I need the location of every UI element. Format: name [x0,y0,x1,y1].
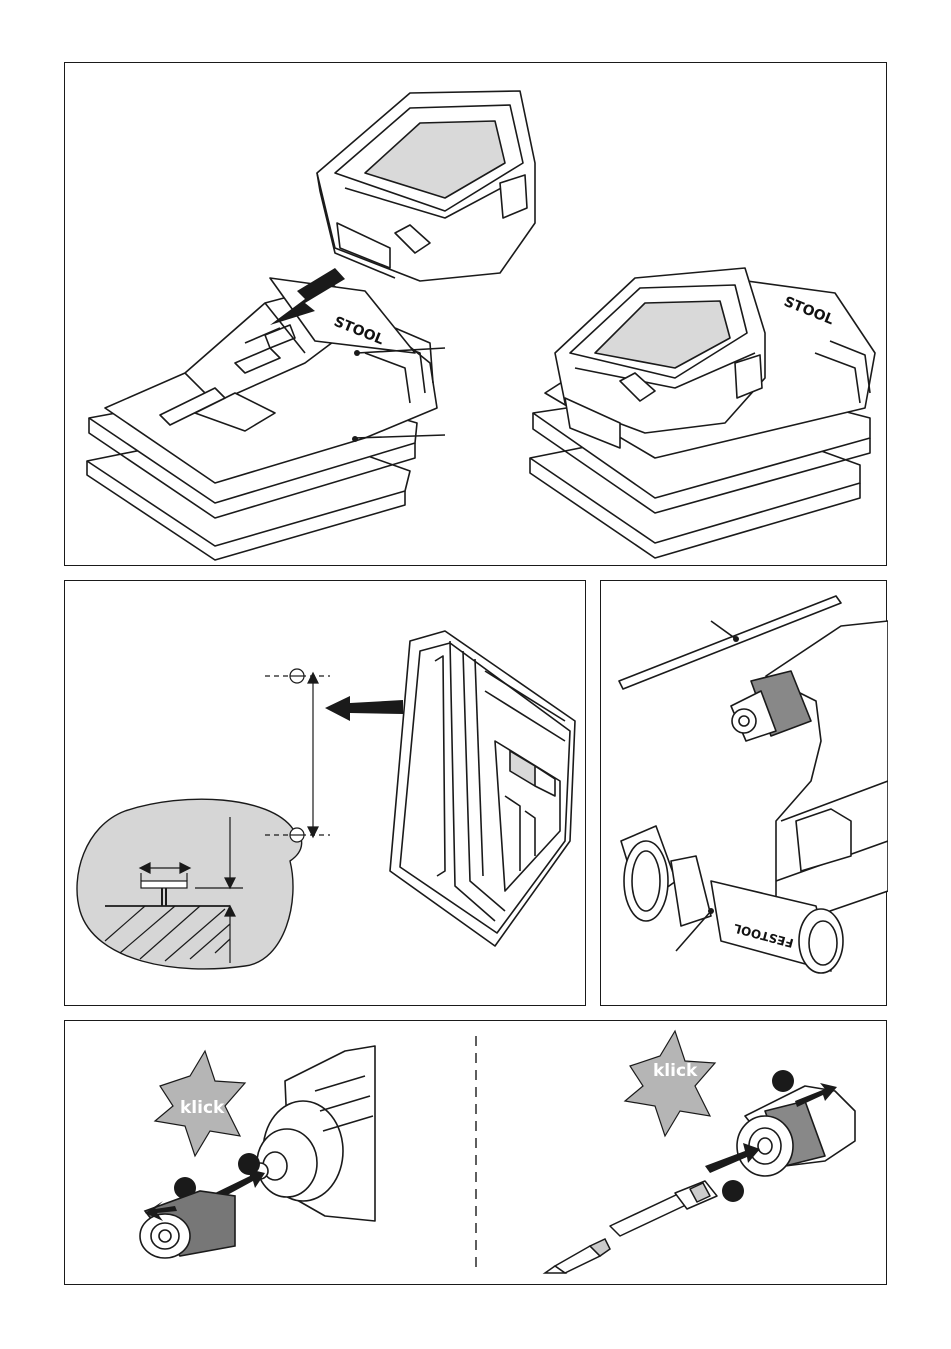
callout-dot-handle [708,908,714,914]
charger-illustration: STOOL [65,63,888,567]
panel-chuck-exchange: klick klick [64,1020,887,1285]
step-marker-1-right [772,1070,794,1092]
battery-pack-left [317,91,535,281]
bit-holder [610,1181,717,1236]
panel-holder-mounting [64,580,586,1006]
chuck-right [737,1086,855,1176]
detail-callout-bubble [77,799,302,969]
callout-dot-rod [733,636,739,642]
drill-body [766,621,888,921]
step-marker-2-right [722,1180,744,1202]
chuck-exchange-illustration: klick klick [65,1021,888,1286]
panel-charger: STOOL [64,62,887,566]
mounting-arrow [325,696,403,721]
callout-dot-indicator [354,350,360,356]
screwdriver-bit [545,1239,610,1273]
drill-handle-illustration: FESTOOL [601,581,888,1007]
panel-side-handle: FESTOOL [600,580,887,1006]
drill-front-left [252,1046,375,1221]
battery-holder [390,631,575,946]
detached-chuck-left [140,1191,235,1258]
klick-label-right: klick [653,1061,698,1081]
holder-illustration [65,581,587,1007]
klick-label-left: klick [180,1098,225,1118]
callout-dot-charger [352,436,358,442]
klick-starburst-right [625,1031,715,1136]
